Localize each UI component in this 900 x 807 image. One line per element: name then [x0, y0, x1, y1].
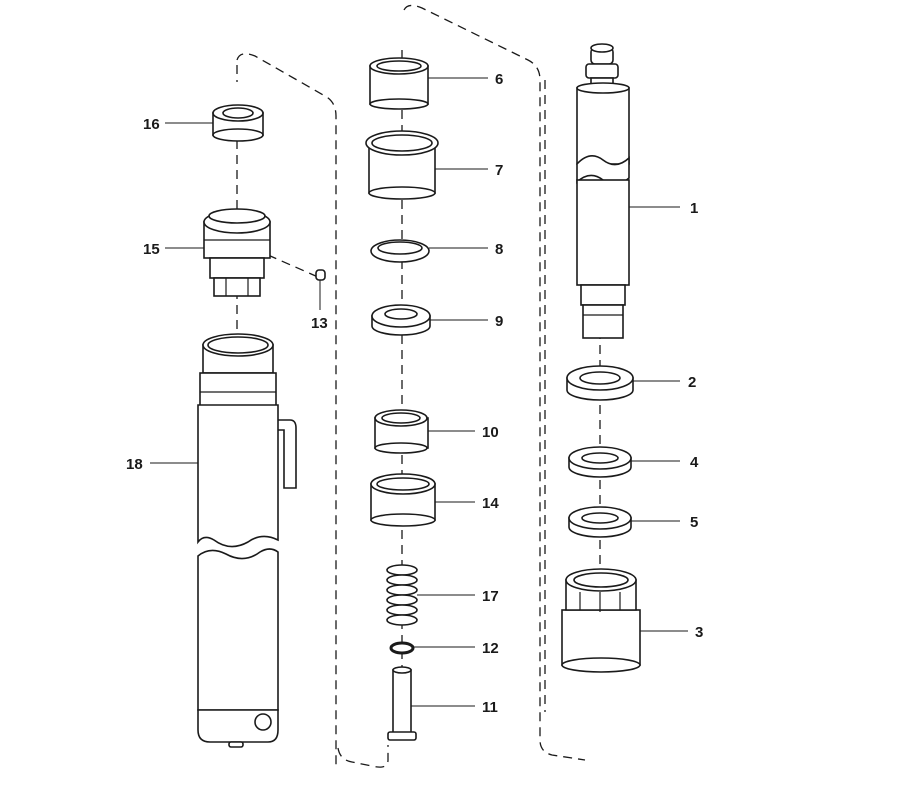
- part-18-housing: [197, 333, 297, 748]
- callout-17: 17: [482, 588, 499, 605]
- part-6-bushing: [369, 57, 429, 110]
- callout-8: 8: [495, 241, 503, 258]
- part-7-cup: [365, 130, 439, 200]
- part-15-collar: [203, 208, 271, 297]
- callout-5: 5: [690, 514, 698, 531]
- part-2-ring: [566, 365, 634, 401]
- callout-11: 11: [482, 699, 498, 716]
- callout-1: 1: [690, 200, 698, 217]
- group-outline-left: [236, 53, 337, 770]
- part-3-collar: [561, 568, 641, 673]
- part-17-spring: [386, 564, 418, 626]
- part-10-bushing: [374, 409, 429, 454]
- callout-18: 18: [126, 456, 143, 473]
- callout-4: 4: [690, 454, 699, 471]
- part-1-shaft: [576, 43, 630, 339]
- callout-14: 14: [482, 495, 499, 512]
- part-9-washer: [371, 304, 431, 336]
- callout-7: 7: [495, 162, 503, 179]
- group-outline-center: [337, 4, 586, 768]
- callout-6: 6: [495, 71, 503, 88]
- callout-13: 13: [311, 315, 328, 332]
- callout-2: 2: [688, 374, 696, 391]
- leader-lines: [150, 77, 688, 707]
- callout-9: 9: [495, 313, 503, 330]
- callout-15: 15: [143, 241, 160, 258]
- callout-16: 16: [143, 116, 160, 133]
- axis-screw: [267, 254, 319, 278]
- part-12-o-ring: [389, 641, 415, 655]
- part-13-screw: [315, 269, 326, 281]
- part-4-washer: [568, 446, 632, 478]
- callout-3: 3: [695, 624, 703, 641]
- part-8-snap-ring: [370, 239, 430, 263]
- callout-12: 12: [482, 640, 499, 657]
- part-16-ring: [212, 104, 264, 142]
- part-5-washer: [568, 506, 632, 538]
- part-11-pin: [387, 666, 417, 741]
- callout-10: 10: [482, 424, 499, 441]
- part-14-sleeve: [370, 473, 436, 527]
